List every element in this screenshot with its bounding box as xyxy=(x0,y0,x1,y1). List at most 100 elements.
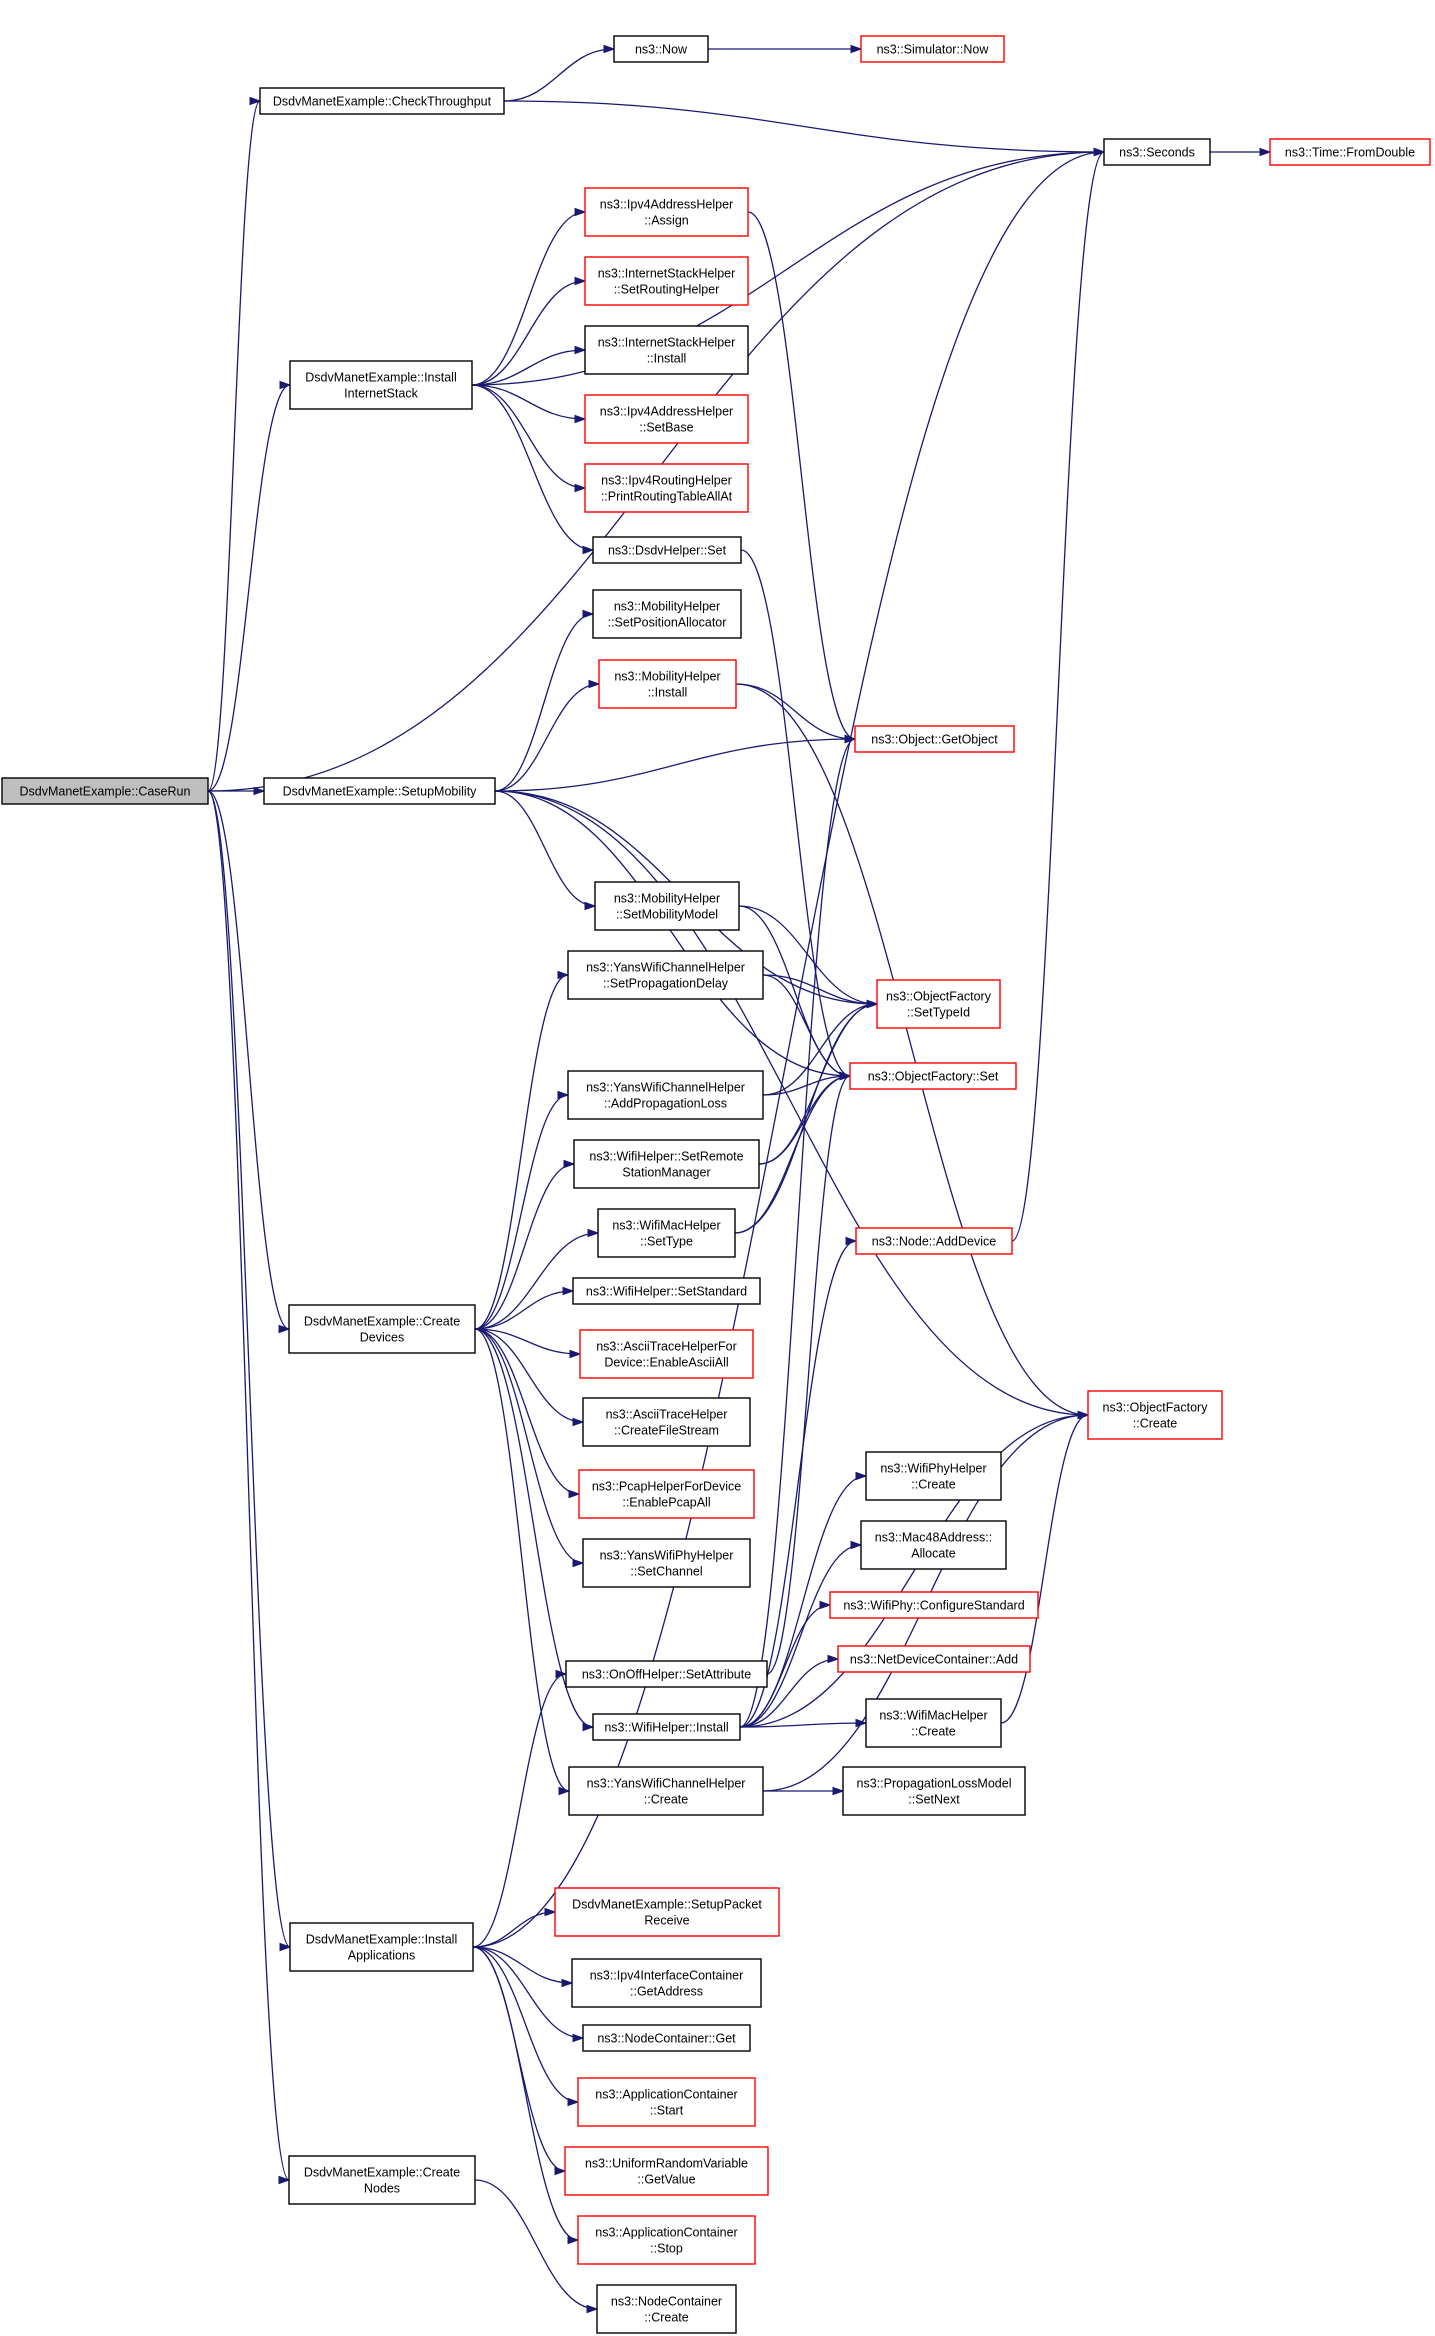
call-edge-createdevices-to-setremote xyxy=(474,1159,576,1330)
node-getvalue[interactable]: ns3::UniformRandomVariable::GetValue xyxy=(564,2146,769,2196)
node-setposalloc[interactable]: ns3::MobilityHelper::SetPositionAllocato… xyxy=(592,589,742,639)
node-label-ipv4assign-line-1: ns3::Ipv4AddressHelper xyxy=(600,198,733,212)
node-ipv4assign[interactable]: ns3::Ipv4AddressHelper::Assign xyxy=(584,187,749,237)
node-label-adddevice-line-1: ns3::Node::AddDevice xyxy=(872,1235,996,1249)
node-box-ofset xyxy=(849,1062,1017,1090)
node-setupmobility[interactable]: DsdvManetExample::SetupMobility xyxy=(263,777,496,805)
node-caserun[interactable]: DsdvManetExample::CaseRun xyxy=(1,777,209,805)
node-box-setuppacket xyxy=(554,1887,780,1937)
node-ndcadd[interactable]: ns3::NetDeviceContainer::Add xyxy=(837,1645,1031,1673)
call-edge-setpropdelay-to-settypeid xyxy=(762,974,879,1009)
call-edge-caserun-to-checkthroughput xyxy=(207,96,262,792)
node-box-wifiinstall xyxy=(592,1713,741,1741)
node-label-setbase-line-1: ns3::Ipv4AddressHelper xyxy=(600,405,733,419)
node-label-enableascii-line-2: Device::EnableAsciiAll xyxy=(604,1356,728,1370)
call-edge-installapps-to-ncget xyxy=(472,1946,585,2043)
node-setchannel[interactable]: ns3::YansWifiPhyHelper::SetChannel xyxy=(582,1538,751,1588)
node-macsettype[interactable]: ns3::WifiMacHelper::SetType xyxy=(597,1208,736,1258)
node-addproploss[interactable]: ns3::YansWifiChannelHelper::AddPropagati… xyxy=(567,1070,764,1120)
node-simnow[interactable]: ns3::Simulator::Now xyxy=(860,35,1005,63)
node-box-setstandard xyxy=(572,1277,761,1305)
node-setmobmodel[interactable]: ns3::MobilityHelper::SetMobilityModel xyxy=(594,881,740,931)
call-edge-createdevices-to-setpropdelay xyxy=(474,970,570,1330)
node-label-getaddress-line-2: ::GetAddress xyxy=(630,1985,703,1999)
node-createfilestream[interactable]: ns3::AsciiTraceHelper::CreateFileStream xyxy=(582,1397,751,1447)
node-appstop[interactable]: ns3::ApplicationContainer::Stop xyxy=(577,2215,756,2265)
call-edge-onoffset-to-ofset xyxy=(766,1071,852,1675)
call-edge-setupmobility-to-ofset xyxy=(494,790,852,1081)
node-setstandard[interactable]: ns3::WifiHelper::SetStandard xyxy=(572,1277,761,1305)
node-box-caserun xyxy=(1,777,209,805)
call-edge-setupmobility-to-getobject xyxy=(494,734,857,792)
node-nccreate[interactable]: ns3::NodeContainer::Create xyxy=(596,2284,737,2334)
node-enableascii[interactable]: ns3::AsciiTraceHelperForDevice::EnableAs… xyxy=(579,1329,754,1379)
call-edge-installinternetstack-to-setbase xyxy=(471,384,587,424)
node-phycreate[interactable]: ns3::WifiPhyHelper::Create xyxy=(865,1451,1002,1501)
call-edge-wifiinstall-to-getobject xyxy=(739,734,857,1728)
node-label-enablepcap-line-2: ::EnablePcapAll xyxy=(622,1496,710,1510)
node-channelcreate[interactable]: ns3::YansWifiChannelHelper::Create xyxy=(568,1766,764,1816)
node-seconds[interactable]: ns3::Seconds xyxy=(1103,138,1211,166)
node-box-maccreate xyxy=(865,1698,1002,1748)
node-label-setuppacket-line-2: Receive xyxy=(644,1914,689,1928)
call-edge-installapps-to-appstop xyxy=(472,1946,580,2245)
node-label-setremote-line-1: ns3::WifiHelper::SetRemote xyxy=(589,1150,743,1164)
node-box-ncget xyxy=(582,2024,751,2052)
node-ofcreate[interactable]: ns3::ObjectFactory::Create xyxy=(1087,1390,1223,1440)
node-setbase[interactable]: ns3::Ipv4AddressHelper::SetBase xyxy=(584,394,749,444)
node-ncget[interactable]: ns3::NodeContainer::Get xyxy=(582,2024,751,2052)
node-label-configstandard-line-1: ns3::WifiPhy::ConfigureStandard xyxy=(843,1599,1024,1613)
node-label-setmobmodel-line-1: ns3::MobilityHelper xyxy=(614,892,720,906)
node-setpropdelay[interactable]: ns3::YansWifiChannelHelper::SetPropagati… xyxy=(567,950,764,1000)
node-box-appstart xyxy=(577,2077,756,2127)
node-mac48[interactable]: ns3::Mac48Address::Allocate xyxy=(860,1520,1007,1570)
node-checkthroughput[interactable]: DsdvManetExample::CheckThroughput xyxy=(259,87,505,115)
node-label-mobinstall-line-1: ns3::MobilityHelper xyxy=(614,670,720,684)
node-label-settypeid-line-2: ::SetTypeId xyxy=(907,1006,970,1020)
node-enablepcap[interactable]: ns3::PcapHelperForDevice::EnablePcapAll xyxy=(578,1469,755,1519)
node-mobinstall[interactable]: ns3::MobilityHelper::Install xyxy=(598,659,737,709)
node-label-appstart-line-1: ns3::ApplicationContainer xyxy=(595,2088,737,2102)
node-box-createfilestream xyxy=(582,1397,751,1447)
node-label-createdevices-line-2: Devices xyxy=(360,1331,404,1345)
node-appstart[interactable]: ns3::ApplicationContainer::Start xyxy=(577,2077,756,2127)
node-box-createdevices xyxy=(288,1304,476,1354)
node-getobject[interactable]: ns3::Object::GetObject xyxy=(854,725,1015,753)
node-internetinstall[interactable]: ns3::InternetStackHelper::Install xyxy=(584,325,749,375)
node-label-createdevices-line-1: DsdvManetExample::Create xyxy=(304,1315,460,1329)
node-label-ofset-line-1: ns3::ObjectFactory::Set xyxy=(868,1070,999,1084)
node-label-channelcreate-line-2: ::Create xyxy=(644,1793,689,1807)
node-label-macsettype-line-2: ::SetType xyxy=(640,1235,693,1249)
node-label-onoffset-line-1: ns3::OnOffHelper::SetAttribute xyxy=(582,1668,751,1682)
node-getaddress[interactable]: ns3::Ipv4InterfaceContainer::GetAddress xyxy=(571,1958,762,2008)
call-edge-createdevices-to-macsettype xyxy=(474,1228,600,1330)
node-adddevice[interactable]: ns3::Node::AddDevice xyxy=(855,1227,1013,1255)
node-label-installapps-line-1: DsdvManetExample::Install xyxy=(306,1933,457,1947)
node-dsdvset[interactable]: ns3::DsdvHelper::Set xyxy=(592,536,742,564)
node-fromdouble[interactable]: ns3::Time::FromDouble xyxy=(1269,138,1431,166)
call-edge-maccreate-to-ofcreate xyxy=(1000,1410,1090,1724)
node-wifiinstall[interactable]: ns3::WifiHelper::Install xyxy=(592,1713,741,1741)
node-box-nccreate xyxy=(596,2284,737,2334)
node-configstandard[interactable]: ns3::WifiPhy::ConfigureStandard xyxy=(829,1591,1039,1619)
node-box-setchannel xyxy=(582,1538,751,1588)
node-printrouting[interactable]: ns3::Ipv4RoutingHelper::PrintRoutingTabl… xyxy=(584,463,749,513)
call-edge-wifiinstall-to-mac48 xyxy=(739,1540,863,1728)
call-edge-installapps-to-appstart xyxy=(472,1946,580,2107)
node-setroutinghelper[interactable]: ns3::InternetStackHelper::SetRoutingHelp… xyxy=(584,256,749,306)
node-ofset[interactable]: ns3::ObjectFactory::Set xyxy=(849,1062,1017,1090)
node-maccreate[interactable]: ns3::WifiMacHelper::Create xyxy=(865,1698,1002,1748)
node-onoffset[interactable]: ns3::OnOffHelper::SetAttribute xyxy=(565,1660,768,1688)
node-settypeid[interactable]: ns3::ObjectFactory::SetTypeId xyxy=(876,979,1001,1029)
node-setnext[interactable]: ns3::PropagationLossModel::SetNext xyxy=(842,1766,1026,1816)
node-box-phycreate xyxy=(865,1451,1002,1501)
node-now[interactable]: ns3::Now xyxy=(613,35,709,63)
node-label-getvalue-line-2: ::GetValue xyxy=(637,2173,695,2187)
